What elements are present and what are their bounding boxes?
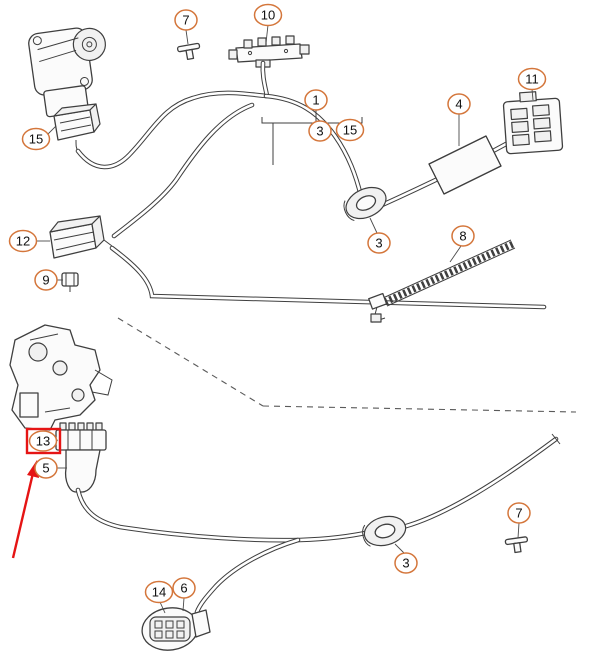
connector-13	[55, 422, 107, 451]
callout-15-ref[interactable]: 15	[335, 118, 365, 142]
svg-text:5: 5	[42, 461, 49, 476]
clip-7-bottom	[504, 536, 529, 554]
svg-text:10: 10	[261, 8, 275, 23]
svg-text:15: 15	[29, 132, 43, 147]
svg-text:6: 6	[180, 581, 187, 596]
svg-text:1: 1	[312, 93, 319, 108]
window-motor	[28, 27, 106, 118]
connector-15	[53, 103, 101, 152]
callout-6[interactable]: 6	[172, 577, 196, 599]
svg-text:4: 4	[455, 97, 462, 112]
connector-10	[228, 35, 310, 68]
svg-text:3: 3	[316, 124, 323, 139]
svg-text:13: 13	[36, 434, 50, 449]
harness-lower	[78, 433, 561, 612]
callout-3-upper-grommet[interactable]: 3	[367, 232, 391, 254]
svg-text:12: 12	[16, 234, 30, 249]
door-outline-dashed	[117, 317, 577, 413]
callout-7-bottom[interactable]: 7	[507, 502, 531, 524]
highlight-box	[25, 427, 62, 455]
boot-5	[64, 449, 101, 493]
connector-11	[502, 91, 564, 155]
svg-text:9: 9	[42, 273, 49, 288]
svg-text:7: 7	[182, 13, 189, 28]
callout-5[interactable]: 5	[34, 457, 58, 479]
pointer-arrow-shaft	[11, 472, 35, 559]
cable-tie-8	[368, 239, 516, 323]
grommet-upper	[343, 186, 387, 222]
svg-text:15: 15	[343, 123, 357, 138]
callout-9[interactable]: 9	[34, 269, 58, 291]
callout-3-lower-grommet[interactable]: 3	[394, 552, 418, 574]
bellows-grommet-4	[428, 135, 502, 195]
connector-6	[141, 607, 211, 651]
callout-11[interactable]: 11	[517, 67, 547, 91]
callout-8[interactable]: 8	[451, 225, 475, 247]
callout-1-bracket	[261, 110, 363, 165]
clip-9	[61, 272, 79, 292]
clip-7-top	[176, 42, 201, 61]
callout-12[interactable]: 12	[8, 229, 38, 253]
callout-13[interactable]: 13	[28, 430, 58, 452]
svg-text:3: 3	[402, 556, 409, 571]
callout-14[interactable]: 14	[144, 580, 174, 604]
door-lock-actuator	[9, 324, 113, 431]
callout-3-ref[interactable]: 3	[308, 120, 332, 142]
callouts: 7 10 1 3 15 4 11 15	[8, 3, 547, 604]
svg-text:11: 11	[525, 72, 539, 87]
svg-text:3: 3	[375, 236, 382, 251]
svg-text:14: 14	[152, 585, 166, 600]
callout-1[interactable]: 1	[304, 89, 328, 111]
svg-text:7: 7	[515, 506, 522, 521]
svg-text:8: 8	[459, 229, 466, 244]
callout-15-left[interactable]: 15	[21, 127, 51, 151]
callout-7-top[interactable]: 7	[174, 9, 198, 31]
grommet-lower	[362, 515, 407, 547]
callout-10[interactable]: 10	[253, 3, 283, 27]
connector-12	[49, 215, 113, 259]
callout-4[interactable]: 4	[447, 93, 471, 115]
